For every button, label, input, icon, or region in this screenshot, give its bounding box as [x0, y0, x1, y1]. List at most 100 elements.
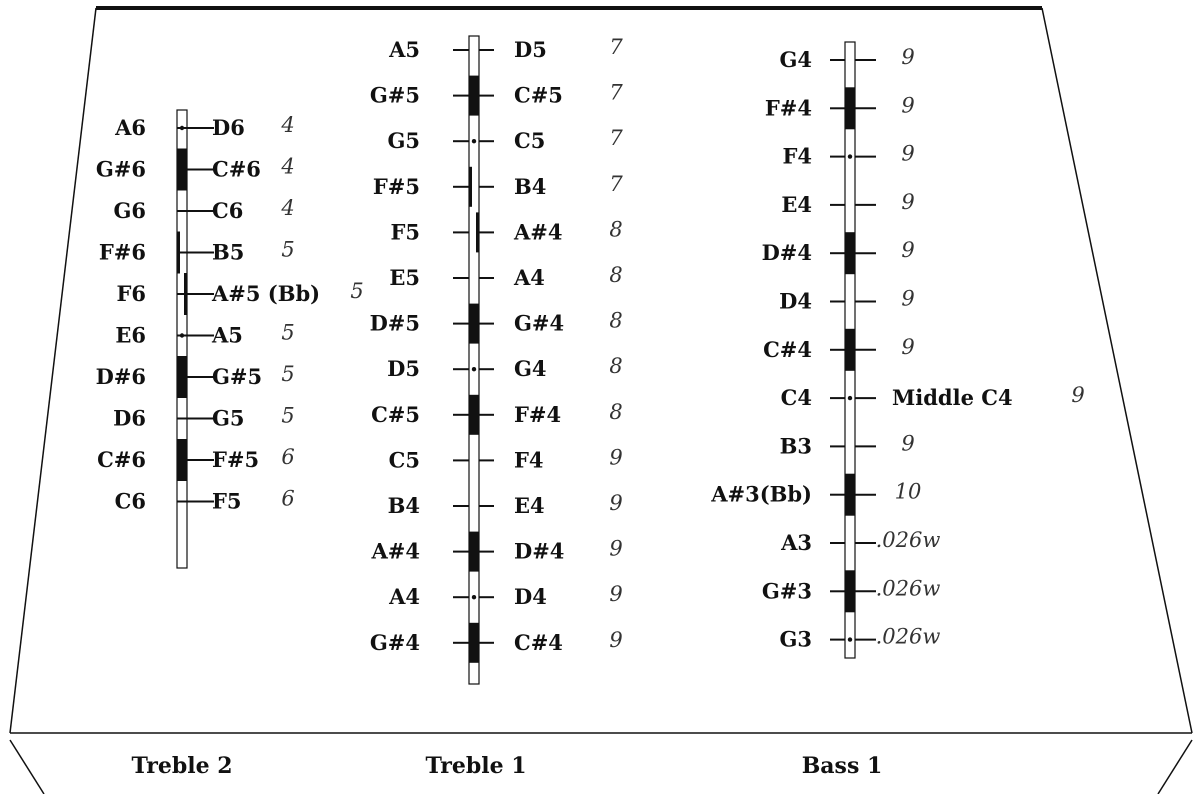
note-label-left: G#4: [370, 630, 420, 655]
left-lower-edge: [9, 739, 45, 794]
bridge-segment-black: [469, 622, 479, 663]
note-label-right: C6: [212, 198, 243, 223]
note-label-left: D#5: [370, 311, 420, 336]
right-lower-edge: [1157, 739, 1193, 794]
section-label-treble-2: Treble 2: [131, 753, 232, 779]
string-gauge-label: 5: [281, 404, 294, 428]
note-label-left: C#6: [97, 447, 146, 472]
note-label-right: G4: [514, 356, 547, 381]
bridge-bar-outline: [176, 109, 188, 569]
bridge-segment-black: [845, 232, 855, 275]
string-gauge-label: 9: [901, 93, 914, 117]
bridge-segment-black: [845, 570, 855, 613]
string-gauge-label: 7: [609, 126, 623, 150]
string-gauge-label: 8: [609, 354, 622, 378]
note-label-right: D6: [212, 115, 245, 140]
string-gauge-label: 9: [609, 491, 622, 515]
note-label-left: G#6: [96, 157, 146, 182]
string-gauge-label: 9: [901, 335, 914, 359]
string-gauge-label: 5: [281, 321, 294, 345]
bridge-segment-black: [845, 87, 855, 130]
string-gauge-label: 9: [901, 287, 914, 311]
note-label-right: B4: [514, 174, 546, 199]
note-label-left: F#6: [99, 240, 146, 265]
note-label-left: E4: [781, 192, 812, 217]
bridge-marker-dot: [847, 395, 853, 401]
bridge-segment-black: [845, 328, 855, 371]
string-gauge-label: 8: [609, 217, 622, 241]
note-label-left: G#3: [762, 578, 812, 603]
note-label-right: C#4: [514, 630, 563, 655]
string-gauge-label: .026w: [876, 576, 941, 600]
bridge-marker-dot: [471, 139, 477, 144]
note-label-left: C5: [389, 447, 420, 472]
note-label-left: A#4: [370, 539, 420, 564]
note-label-right: C#5: [514, 83, 563, 108]
note-label-left: E5: [389, 265, 420, 290]
note-label-right: D4: [514, 584, 547, 609]
string-gauge-label: 4: [280, 196, 294, 220]
string-gauge-label: 9: [901, 431, 914, 455]
string-gauge-label: 7: [609, 35, 623, 59]
note-label-right: D#4: [514, 539, 564, 564]
soundboard-outline: [9, 6, 1193, 794]
bridge-segment-black: [469, 394, 479, 435]
string-gauge-label: 6: [281, 487, 294, 511]
string-gauge-label: 5: [281, 362, 294, 386]
note-label-right: F#5: [212, 447, 259, 472]
string-gauge-label: 7: [609, 81, 623, 105]
note-label-left: A#3(Bb): [710, 482, 812, 507]
note-label-left: B3: [780, 433, 812, 458]
note-label-left: D6: [113, 406, 146, 431]
string-gauge-label: 5: [350, 279, 363, 303]
string-gauge-label: 6: [281, 445, 294, 469]
string-gauge-label: 10: [895, 480, 922, 504]
bridge-bar-outline: [468, 35, 480, 685]
note-label-left: D5: [387, 356, 420, 381]
string-gauge-label: 4: [280, 155, 294, 179]
note-label-left: D#4: [762, 240, 812, 265]
string-gauge-label: 9: [1071, 383, 1084, 407]
note-label-left: C#5: [371, 402, 420, 427]
note-label-left: E6: [115, 323, 146, 348]
section-label-bass-1: Bass 1: [802, 753, 883, 779]
note-label-right: Middle C4: [892, 385, 1013, 410]
bridge-marker-dot: [847, 637, 853, 642]
note-label-left: B4: [388, 493, 420, 518]
string-gauge-label: 9: [609, 445, 622, 469]
section-label-treble-1: Treble 1: [425, 753, 526, 779]
note-label-left: C6: [115, 489, 146, 514]
string-gauge-label: 9: [609, 628, 622, 652]
note-label-left: F5: [390, 219, 420, 244]
note-label-left: D4: [779, 289, 812, 314]
string-gauge-label: 8: [609, 400, 622, 424]
string-gauge-label: 9: [609, 537, 622, 561]
string-gauge-label: .026w: [876, 528, 941, 552]
note-label-left: G3: [779, 627, 812, 652]
note-label-right: F#4: [514, 402, 561, 427]
note-label-left: F#4: [765, 95, 812, 120]
bridge-segment-black: [469, 531, 479, 572]
note-label-right: G#5: [212, 364, 262, 389]
string-gauge-label: 9: [901, 190, 914, 214]
note-label-right: G#4: [514, 311, 564, 336]
note-label-right: C#6: [212, 157, 261, 182]
note-label-left: A4: [388, 584, 420, 609]
note-label-right: D5: [514, 37, 547, 62]
note-label-left: D#6: [96, 364, 146, 389]
string-gauge-label: 9: [609, 582, 622, 606]
string-gauge-label: 9: [901, 45, 914, 69]
bridge-marker-dot: [471, 595, 477, 600]
note-label-left: G5: [387, 128, 420, 153]
note-label-right: A5: [211, 323, 243, 348]
bridge-segment-black: [845, 473, 855, 516]
note-label-right: G5: [212, 406, 245, 431]
string-gauge-label: 5: [281, 238, 294, 262]
bridge-segment-left-line: [469, 166, 472, 207]
string-gauge-label: 7: [609, 172, 623, 196]
bridge-segment-black: [469, 75, 479, 116]
